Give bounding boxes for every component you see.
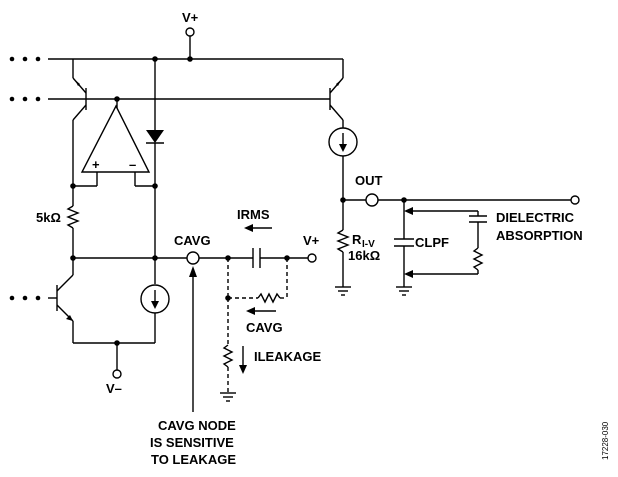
op-amp-minus-label: – — [129, 157, 136, 172]
note-line-3: TO LEAKAGE — [151, 452, 236, 467]
out-label: OUT — [355, 173, 383, 188]
vminus-label: V– — [106, 381, 122, 396]
cavg-current-label: CAVG — [246, 320, 283, 335]
op-amp-plus-label: + — [92, 157, 100, 172]
riv-value-label: 16kΩ — [348, 248, 380, 263]
cavg-node-label: CAVG — [174, 233, 211, 248]
note-line-1: CAVG NODE — [158, 418, 236, 433]
top-rails — [48, 56, 330, 102]
dielectric-absorption-model: DIELECTRIC ABSORPTION — [404, 207, 583, 278]
op-amp: + – — [70, 99, 158, 189]
ellipsis-dots — [9, 56, 41, 301]
irms-label: IRMS — [237, 207, 270, 222]
leakage-note-arrow: CAVG NODE IS SENSITIVE TO LEAKAGE — [150, 266, 236, 467]
note-line-2: IS SENSITIVE — [150, 435, 234, 450]
vplus-right-label: V+ — [303, 233, 320, 248]
resistor-5k: 5kΩ — [36, 186, 80, 258]
cavg-line: CAVG — [70, 233, 253, 265]
left-pnp-transistor — [72, 59, 87, 186]
right-current-source — [328, 127, 358, 203]
vplus-top-supply: V+ — [182, 10, 199, 59]
riv-label-sub: I-V — [362, 239, 375, 250]
vminus-supply: V– — [106, 343, 122, 396]
riv-label-r: R — [352, 232, 362, 247]
dielectric-label-2: ABSORPTION — [496, 228, 583, 243]
bottom-transistor — [48, 258, 74, 343]
diode — [146, 59, 164, 258]
cavg-capacitor: V+ — [252, 233, 320, 268]
vplus-top-label: V+ — [182, 10, 199, 25]
clpf-capacitor: CLPF — [394, 200, 449, 296]
ileakage-arrow: ILEAKAGE — [239, 346, 322, 374]
left-current-source — [73, 258, 170, 346]
dashed-parallel-resistor — [225, 258, 288, 304]
dielectric-label-1: DIELECTRIC — [496, 210, 575, 225]
right-pnp-transistor — [329, 58, 344, 128]
cavg-current-arrow: CAVG — [246, 307, 283, 335]
irms-arrow: IRMS — [237, 207, 272, 232]
clpf-label: CLPF — [415, 235, 449, 250]
figure-id: 17228-030 — [601, 421, 610, 460]
resistor-5k-label: 5kΩ — [36, 210, 61, 225]
output-line: OUT — [343, 173, 580, 207]
leakage-resistor — [220, 298, 236, 402]
ileakage-label: ILEAKAGE — [254, 349, 322, 364]
riv-resistor: R I-V 16kΩ — [335, 200, 380, 296]
